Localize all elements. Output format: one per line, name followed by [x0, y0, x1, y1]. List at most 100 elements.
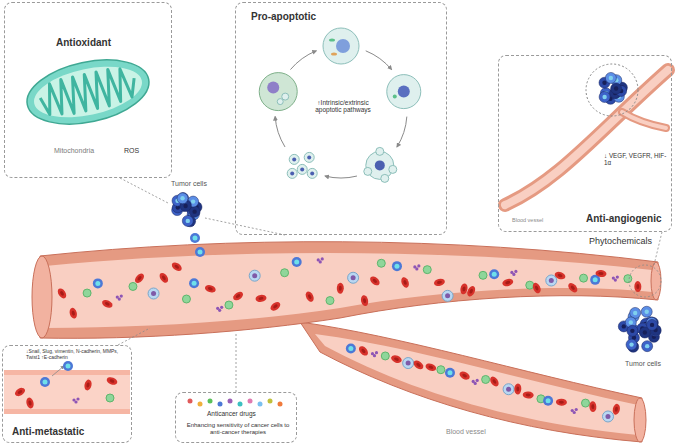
phytochemical-dot — [281, 269, 289, 277]
panel-note: Enhancing sensitivity of cancer cells to… — [182, 422, 294, 436]
drug-dot — [228, 399, 233, 404]
rbc-cell — [612, 403, 621, 415]
phytochemical-dot — [129, 282, 137, 290]
white-blood-cell — [351, 275, 356, 280]
tumor-cell — [43, 380, 48, 385]
phyto-cell — [581, 399, 589, 407]
red-blood-cell — [614, 407, 618, 413]
mitochondria-icon — [37, 64, 138, 119]
rbc-cell — [634, 281, 641, 292]
metastasis-inset — [4, 366, 130, 414]
branch-vessel — [315, 334, 638, 435]
phyto-cell — [423, 266, 431, 274]
red-blood-cell — [554, 271, 567, 281]
drug-dot — [268, 399, 273, 404]
tumor-nucleus — [180, 196, 184, 200]
wbc-cell — [348, 272, 359, 283]
red-blood-cell — [591, 404, 594, 409]
ctc-cell — [189, 278, 199, 288]
figure-label: Blood vessel — [445, 428, 487, 436]
plt-cell — [216, 306, 223, 312]
red-blood-cell — [502, 278, 515, 288]
plt-cell — [317, 257, 324, 263]
red-blood-cell — [307, 294, 312, 300]
rbc-cell — [357, 344, 370, 357]
red-blood-cell — [204, 284, 217, 294]
tumor-nucleus — [614, 86, 618, 90]
tumor-nucleus — [609, 76, 613, 80]
rbc-cell — [25, 397, 35, 410]
platelet — [512, 273, 515, 276]
phyto-cell — [83, 289, 91, 297]
red-blood-cell — [425, 362, 438, 372]
platelet — [120, 294, 123, 297]
tumor-cell — [193, 236, 198, 241]
nuclear-fragment — [310, 171, 314, 175]
platelet — [321, 257, 324, 260]
panel-text: Anticancer drugs — [206, 410, 257, 417]
plt-cell — [116, 294, 123, 300]
red-blood-cell — [372, 278, 378, 284]
phyto-cell — [129, 282, 137, 290]
white-blood-cell — [406, 361, 411, 366]
red-blood-cell — [534, 285, 539, 291]
red-blood-cell — [636, 284, 639, 289]
platelet — [514, 270, 517, 273]
rbc-cell — [56, 287, 68, 300]
tumor-cell — [546, 398, 551, 403]
red-blood-cell — [86, 382, 90, 388]
rbc-cell — [556, 399, 567, 406]
red-blood-cell — [412, 359, 425, 371]
tumor-cell — [489, 269, 499, 279]
white-blood-cell — [403, 358, 414, 369]
red-blood-cell — [360, 295, 369, 307]
rbc-cell — [502, 278, 515, 288]
phytochemical-dot — [182, 295, 190, 303]
rbc-cell — [106, 376, 119, 386]
tumor-cell — [642, 341, 653, 352]
red-blood-cell — [416, 362, 422, 367]
phagocyte — [259, 73, 297, 111]
cycle-arrow — [366, 51, 392, 70]
red-blood-cell — [589, 401, 597, 412]
tumor-cell — [177, 193, 188, 204]
red-blood-cell — [469, 288, 474, 294]
rbc-cell — [433, 278, 445, 287]
phytochemical-dot — [377, 259, 385, 267]
nuclear-fragment — [290, 171, 294, 175]
branch-vessel — [300, 322, 646, 442]
platelet — [417, 264, 420, 267]
tumor-cell — [599, 91, 610, 102]
red-blood-cell — [109, 379, 115, 384]
apoptotic-body — [287, 168, 297, 178]
red-blood-cell — [28, 400, 32, 406]
mitochondria-icon — [21, 50, 155, 134]
mitochondria-icon — [29, 58, 146, 126]
angiogenesis-inset — [505, 64, 668, 205]
rbc-cell — [101, 298, 114, 309]
platelet — [575, 408, 578, 411]
rbc-cell — [514, 383, 521, 394]
panel-box: Anticancer drugsEnhancing sensitivity of… — [175, 392, 297, 443]
figure-label: Tumor cells — [170, 180, 208, 188]
tumor-cell — [348, 346, 353, 351]
red-blood-cell — [272, 304, 278, 309]
panel-box: ↓ VEGF, VEGFR, HIF-1αBlood vesselAnti-an… — [498, 55, 672, 232]
wbc-cell — [442, 290, 453, 301]
red-blood-cell — [137, 275, 143, 281]
blood-cells — [346, 344, 621, 422]
platelet — [614, 279, 617, 282]
phyto-cell — [182, 295, 190, 303]
tumor-nucleus — [186, 219, 190, 223]
tumor-cell — [392, 261, 402, 271]
wbc-cell — [249, 270, 260, 281]
white-blood-cell — [252, 273, 257, 278]
red-blood-cell — [526, 393, 531, 396]
phytochemical-dot — [624, 275, 632, 283]
panel-box: ↓Snail, Slug, vimentin, N-cadherin, MMPs… — [2, 345, 132, 443]
metastasis-inset — [52, 366, 64, 376]
rbc-cell — [360, 295, 369, 307]
condensed-nucleus — [398, 86, 410, 98]
phyto-cell — [482, 375, 490, 383]
tumor-cell — [198, 250, 203, 255]
